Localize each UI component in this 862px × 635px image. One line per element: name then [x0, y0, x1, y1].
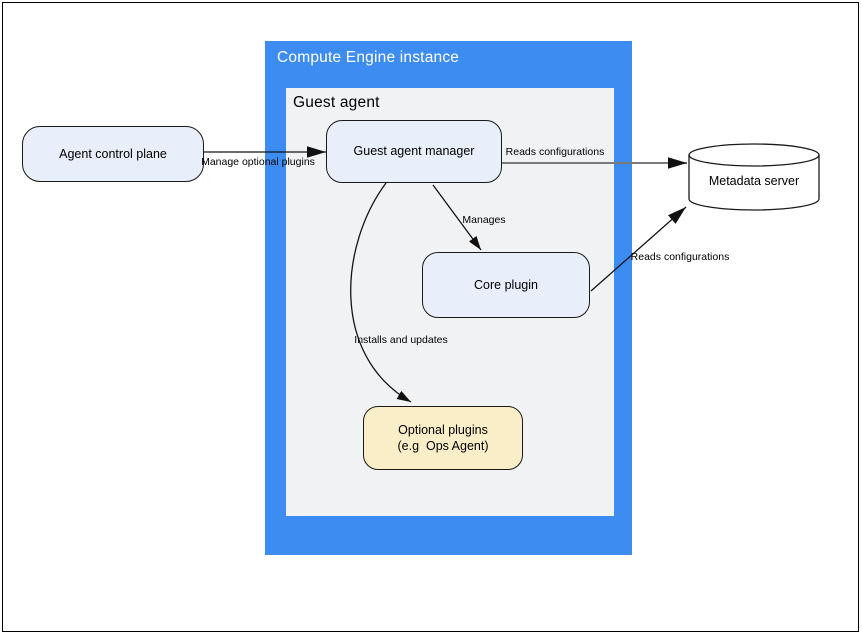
cylinder-body	[688, 143, 820, 211]
agent-control-plane-label: Agent control plane	[59, 146, 167, 161]
core-plugin-node: Core plugin	[422, 252, 590, 318]
agent-control-plane-node: Agent control plane	[22, 126, 204, 182]
metadata-server-node: Metadata server	[688, 143, 820, 211]
guest-agent-manager-label: Guest agent manager	[353, 144, 475, 159]
edge-label-manages: Manages	[462, 214, 506, 226]
edge-label-reads-configurations-bottom: Reads configurations	[630, 251, 730, 263]
compute-engine-instance-title: Compute Engine instance	[277, 49, 460, 66]
edge-label-manage-optional-plugins: Manage optional plugins	[201, 156, 315, 168]
metadata-server-label: Metadata server	[708, 173, 800, 188]
guest-agent-title: Guest agent	[293, 94, 380, 111]
edge-label-reads-configurations-top: Reads configurations	[505, 146, 605, 158]
guest-agent-manager-node: Guest agent manager	[326, 120, 502, 183]
cylinder-top-ellipse	[688, 154, 820, 167]
optional-plugins-label-line1: Optional plugins	[398, 422, 488, 437]
edge-label-installs-and-updates: Installs and updates	[354, 334, 448, 346]
optional-plugins-node: Optional plugins (e.g Ops Agent)	[363, 406, 523, 470]
optional-plugins-label-line2: (e.g Ops Agent)	[397, 439, 489, 453]
database-cylinder-icon	[688, 143, 820, 211]
core-plugin-label: Core plugin	[474, 277, 538, 292]
